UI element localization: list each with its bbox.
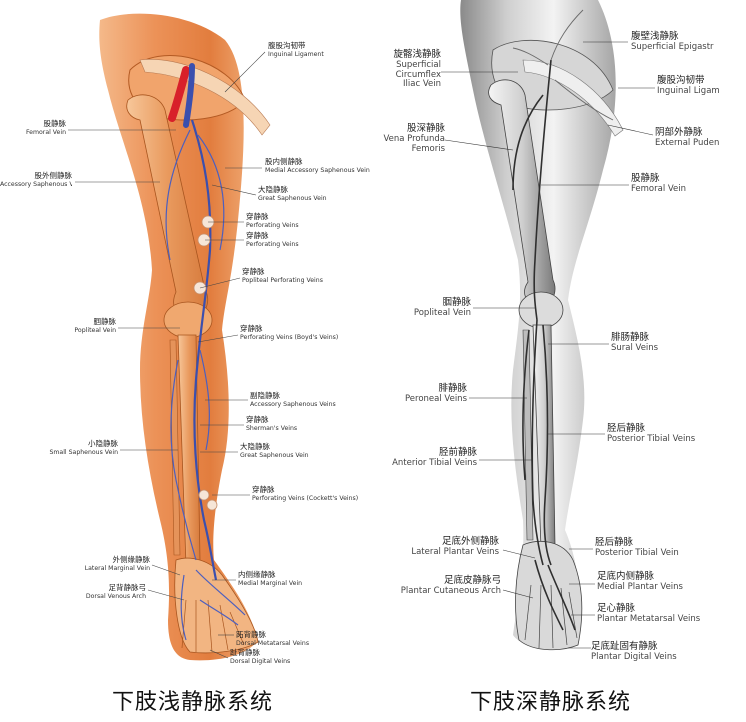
left-leader-lines (68, 51, 266, 659)
toe-bones (181, 599, 245, 653)
deep-veins (512, 59, 576, 631)
gray-ligament (522, 59, 624, 137)
femoral-vein-shape (183, 63, 195, 128)
superficial-branch-veins (512, 9, 614, 121)
gray-knee (518, 291, 564, 329)
gray-fibula (522, 329, 534, 541)
caption-deep: 下肢深静脉系统 (470, 690, 632, 715)
superficial-leg-illustration (68, 13, 271, 661)
femoral-artery (168, 66, 190, 122)
caption-superficial: 下肢浅静脉系统 (112, 690, 274, 715)
deep-leg-illustration (441, 0, 655, 651)
right-leader-lines (441, 41, 655, 649)
great-saphenous-vein (190, 119, 218, 581)
gray-foot (515, 540, 583, 651)
branch-veins (165, 129, 246, 641)
inguinal-ligament-shape (139, 59, 271, 136)
